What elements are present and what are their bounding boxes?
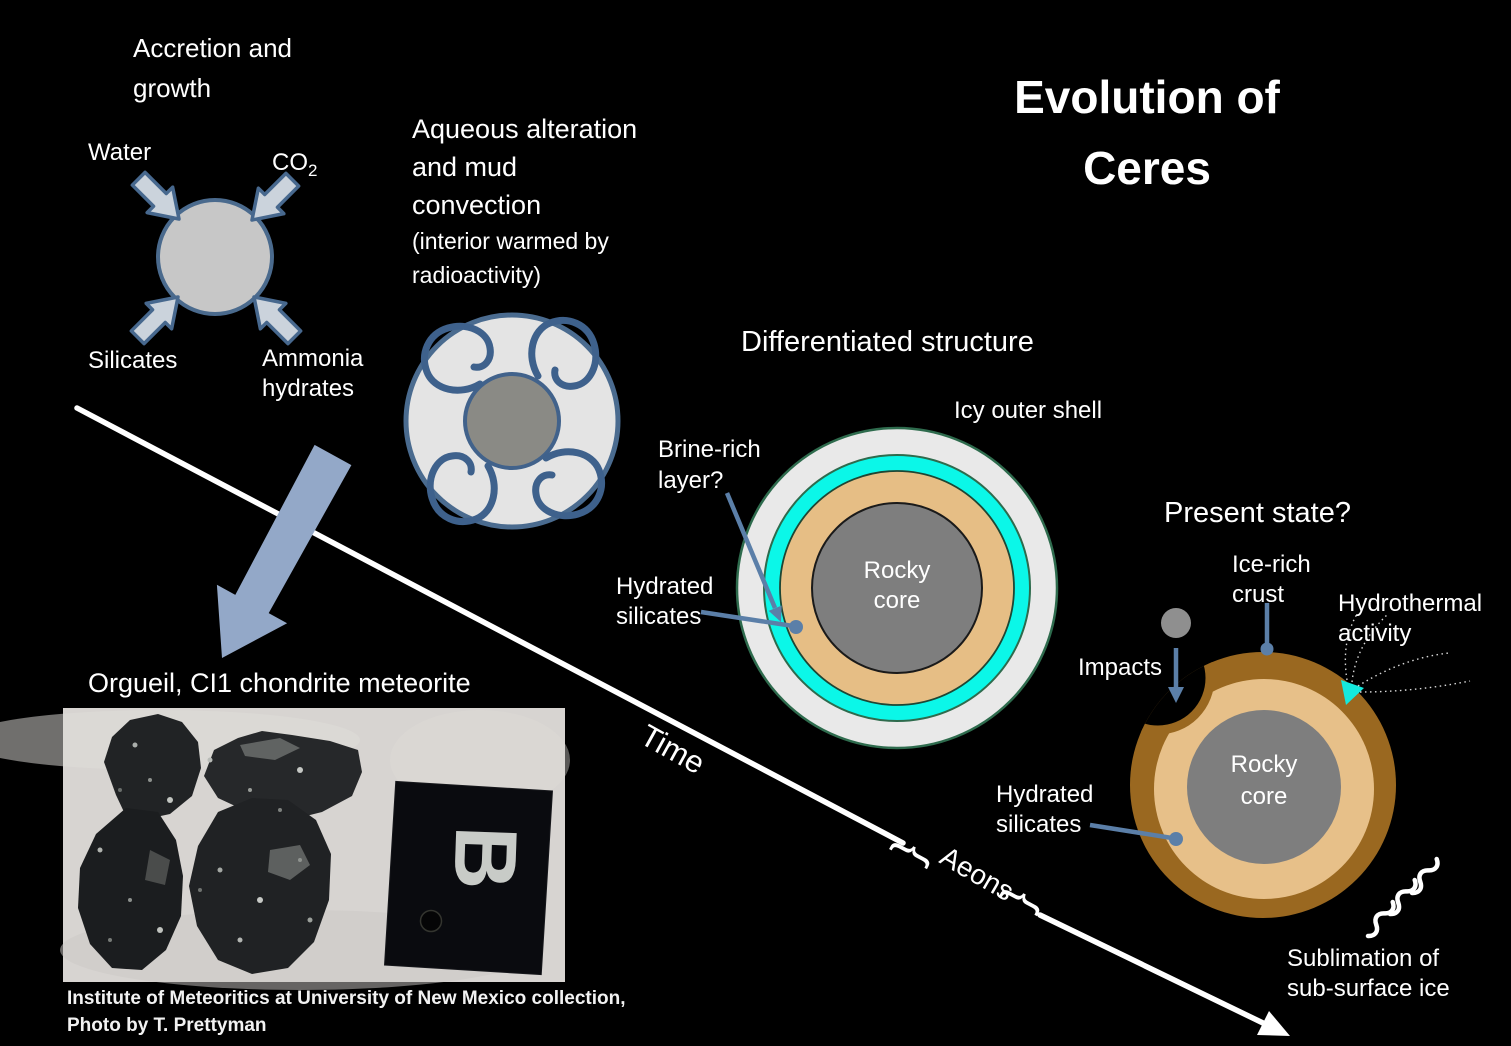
differentiated-heading: Differentiated structure bbox=[741, 326, 1034, 358]
cube-letter: B bbox=[435, 825, 536, 892]
convection-core bbox=[463, 372, 561, 470]
impactor-icon bbox=[1161, 608, 1191, 638]
time-line-segment-1 bbox=[74, 405, 906, 846]
rocky-core-label2-line1: Rocky bbox=[1231, 751, 1298, 778]
icy-outer-shell-label: Icy outer shell bbox=[954, 397, 1103, 424]
rocky-core-label-line2: core bbox=[874, 587, 921, 614]
time-arrow bbox=[74, 405, 1290, 1036]
accretion-body bbox=[156, 198, 274, 316]
time-line-segment-2 bbox=[1037, 912, 1266, 1026]
impacts-label: Impacts bbox=[1078, 654, 1163, 681]
hydrated2-leader-dot bbox=[1169, 832, 1183, 846]
fragment-speckles bbox=[97, 742, 313, 943]
rocky-core-layer-2 bbox=[1187, 710, 1341, 864]
ammonia-label: Ammonia hydrates bbox=[262, 345, 364, 402]
hydrated-silicates-label-2: Hydrated silicates bbox=[996, 781, 1094, 838]
brine-rich-label: Brine-rich layer? bbox=[658, 436, 761, 494]
time-arrowhead bbox=[1257, 1011, 1290, 1036]
rocky-core-label-line1: Rocky bbox=[864, 557, 931, 584]
page-title: Evolution of Ceres bbox=[1014, 71, 1280, 194]
aqueous-heading: Aqueous alteration and mud convection (i… bbox=[412, 114, 638, 288]
evolution-to-meteorite-arrow bbox=[216, 444, 352, 658]
impact-arrowhead bbox=[1168, 687, 1184, 703]
photo-caption: Institute of Meteoritics at University o… bbox=[67, 988, 626, 1036]
brine-leader-arrowhead bbox=[768, 605, 782, 622]
hydrated2-leader-line bbox=[1089, 822, 1173, 841]
hydrothermal-plume-icon bbox=[1344, 612, 1471, 693]
rocky-core-label2-line2: core bbox=[1241, 783, 1288, 810]
brine-leader-line bbox=[724, 492, 778, 609]
accretion-diagram bbox=[123, 164, 309, 352]
sublimation-squiggles-icon bbox=[1365, 856, 1440, 939]
meteorite-photo: B bbox=[0, 708, 570, 990]
differentiated-diagram: Rocky core bbox=[700, 426, 1059, 750]
hydrothermal-activity-label: Hydrothermal activity bbox=[1338, 590, 1483, 647]
meteorite-fragments bbox=[78, 714, 362, 974]
time-label: Time bbox=[635, 718, 711, 781]
silicates-label: Silicates bbox=[88, 347, 178, 374]
hydrated-silicates-label: Hydrated silicates bbox=[616, 573, 714, 630]
aeons-open-brace: { bbox=[888, 836, 941, 874]
cube-hole bbox=[419, 909, 443, 933]
rocky-core-layer bbox=[811, 502, 983, 674]
ice-rich-leader-dot bbox=[1260, 642, 1274, 656]
present-state-heading: Present state? bbox=[1164, 497, 1351, 529]
hydrated-leader-line bbox=[700, 609, 794, 629]
accretion-heading: Accretion and growth bbox=[133, 33, 292, 103]
convection-diagram bbox=[403, 312, 621, 530]
co2-label: CO2 bbox=[272, 149, 318, 180]
hydrated-leader-dot bbox=[789, 620, 803, 634]
sublimation-label: Sublimation of sub-surface ice bbox=[1287, 945, 1450, 1002]
water-label: Water bbox=[88, 139, 152, 166]
meteorite-title: Orgueil, CI1 chondrite meteorite bbox=[88, 668, 471, 698]
ice-rich-crust-label: Ice-rich crust bbox=[1232, 551, 1311, 608]
scale-cube: B bbox=[383, 780, 553, 976]
